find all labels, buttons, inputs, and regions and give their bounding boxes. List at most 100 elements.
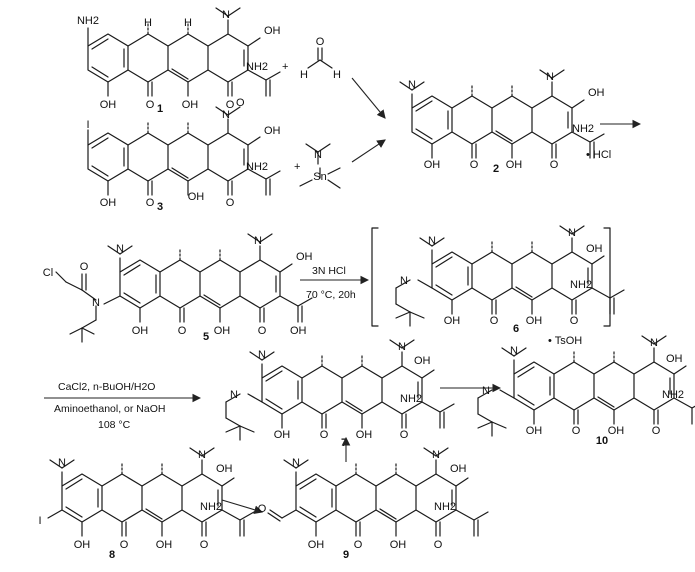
atom-label: N <box>408 79 416 91</box>
hcl-salt-label: • HCl <box>586 149 611 161</box>
atom-label: O <box>258 503 267 515</box>
atom-label: OH <box>424 159 441 171</box>
atom-label: O <box>470 159 479 171</box>
atom-label: O <box>434 539 443 551</box>
atom-label: OH <box>132 325 149 337</box>
compound-10-structure: N N N • TsOH OH O OH O OH NH2 10 <box>477 335 695 447</box>
atom-label: OH <box>450 463 467 475</box>
atom-label: NH2 <box>400 393 422 405</box>
atom-label: OH <box>274 429 291 441</box>
compound-number-2: 2 <box>493 163 499 175</box>
tsoh-salt-label: • TsOH <box>548 335 582 347</box>
atom-label: N <box>482 385 490 397</box>
compound-5-structure: N N N O Cl OH O OH O OH OH 5 <box>43 233 313 343</box>
atom-label: NH2 <box>434 501 456 513</box>
condition-temp-time: 70 °C, 20h <box>306 289 356 301</box>
atom-label: OH <box>356 429 373 441</box>
atom-label: O <box>178 325 187 337</box>
atom-label: N <box>400 275 408 287</box>
atom-label: NH2 <box>246 161 268 173</box>
atom-label: O <box>226 99 235 111</box>
condition-temp: 108 °C <box>98 419 131 431</box>
atom-label: N <box>432 449 440 461</box>
atom-label: OH <box>588 87 605 99</box>
atom-label: OH <box>444 315 461 327</box>
atom-label: OH <box>586 243 603 255</box>
atom-label: N <box>428 235 436 247</box>
atom-label: I <box>86 119 89 131</box>
atom-label: OH <box>608 425 625 437</box>
atom-label: NH2 <box>572 123 594 135</box>
atom-label: O <box>400 429 409 441</box>
tin-reagent-structure: N Sn <box>299 143 341 189</box>
atom-label: N <box>230 389 238 401</box>
atom-label: O <box>120 539 129 551</box>
atom-label: N <box>58 457 66 469</box>
atom-label: N <box>314 149 322 161</box>
atom-label: NH2 <box>246 61 268 73</box>
compound-number-8: 8 <box>109 549 115 561</box>
atom-label: N <box>398 341 406 353</box>
reaction-arrow <box>351 139 386 163</box>
atom-label: O <box>258 325 267 337</box>
atom-label: OH <box>290 325 307 337</box>
atom-label: OH <box>414 355 431 367</box>
reaction-arrow <box>351 77 386 119</box>
atom-label: N <box>198 449 206 461</box>
atom-label: H <box>144 17 152 29</box>
compound-6-structure: N N N OH O OH O OH NH2 6 <box>395 225 625 335</box>
atom-label: N <box>546 71 554 83</box>
compound-number-9: 9 <box>343 549 349 561</box>
atom-label: O <box>226 197 235 209</box>
compound-2-structure: N N OH O OH O OH NH2 • HCl 2 <box>399 69 611 175</box>
condition-base: Aminoethanol, or NaOH <box>54 403 165 415</box>
compound-number-3: 3 <box>157 201 163 213</box>
atom-label: OH <box>214 325 231 337</box>
atom-label: OH <box>216 463 233 475</box>
compound-number-10: 10 <box>596 435 608 447</box>
reaction-arrow <box>221 499 264 515</box>
atom-label: N <box>222 109 230 121</box>
atom-label: OH <box>100 99 117 111</box>
atom-label: O <box>354 539 363 551</box>
atom-label: OH <box>264 25 281 37</box>
atom-label: Sn <box>313 171 326 183</box>
atom-label: N <box>92 297 100 309</box>
compound-number-5: 5 <box>203 331 209 343</box>
atom-label: NH2 <box>662 389 684 401</box>
atom-label: OH <box>296 251 313 263</box>
atom-label: OH <box>156 539 173 551</box>
compound-number-1: 1 <box>157 103 163 115</box>
plus-sign: + <box>294 161 300 173</box>
atom-label: O <box>652 425 661 437</box>
atom-label: I <box>38 515 41 527</box>
formaldehyde-structure: O H H <box>300 36 341 81</box>
atom-label: O <box>146 197 155 209</box>
atom-label: OH <box>506 159 523 171</box>
compound-3-structure: I OH O OH O OH NH2 N 3 <box>86 106 281 213</box>
atom-label: N <box>510 345 518 357</box>
atom-label: OH <box>74 539 91 551</box>
atom-label: OH <box>390 539 407 551</box>
condition-hcl: 3N HCl <box>312 265 346 277</box>
atom-label: OH <box>526 425 543 437</box>
atom-label: NH2 <box>200 501 222 513</box>
compound-8-structure: I N N OH O OH O OH NH2 8 <box>38 447 255 561</box>
compound-7-structure: N N N OH O OH O OH NH2 7 <box>225 339 455 449</box>
compound-1-structure: NH2 OH O OH O OH N H H O NH2 1 <box>77 7 281 115</box>
condition-reagents: CaCl2, n-BuOH/H2O <box>58 381 155 393</box>
atom-label: O <box>572 425 581 437</box>
compound-number-6: 6 <box>513 323 519 335</box>
atom-label: OH <box>264 125 281 137</box>
atom-label: OH <box>100 197 117 209</box>
atom-label: O <box>80 261 89 273</box>
atom-label: OH <box>308 539 325 551</box>
atom-label: H <box>184 17 192 29</box>
atom-label: N <box>292 457 300 469</box>
atom-label: O <box>200 539 209 551</box>
atom-label: OH <box>666 353 683 365</box>
atom-label: N <box>116 243 124 255</box>
atom-label: O <box>490 315 499 327</box>
atom-label: O <box>316 36 325 48</box>
